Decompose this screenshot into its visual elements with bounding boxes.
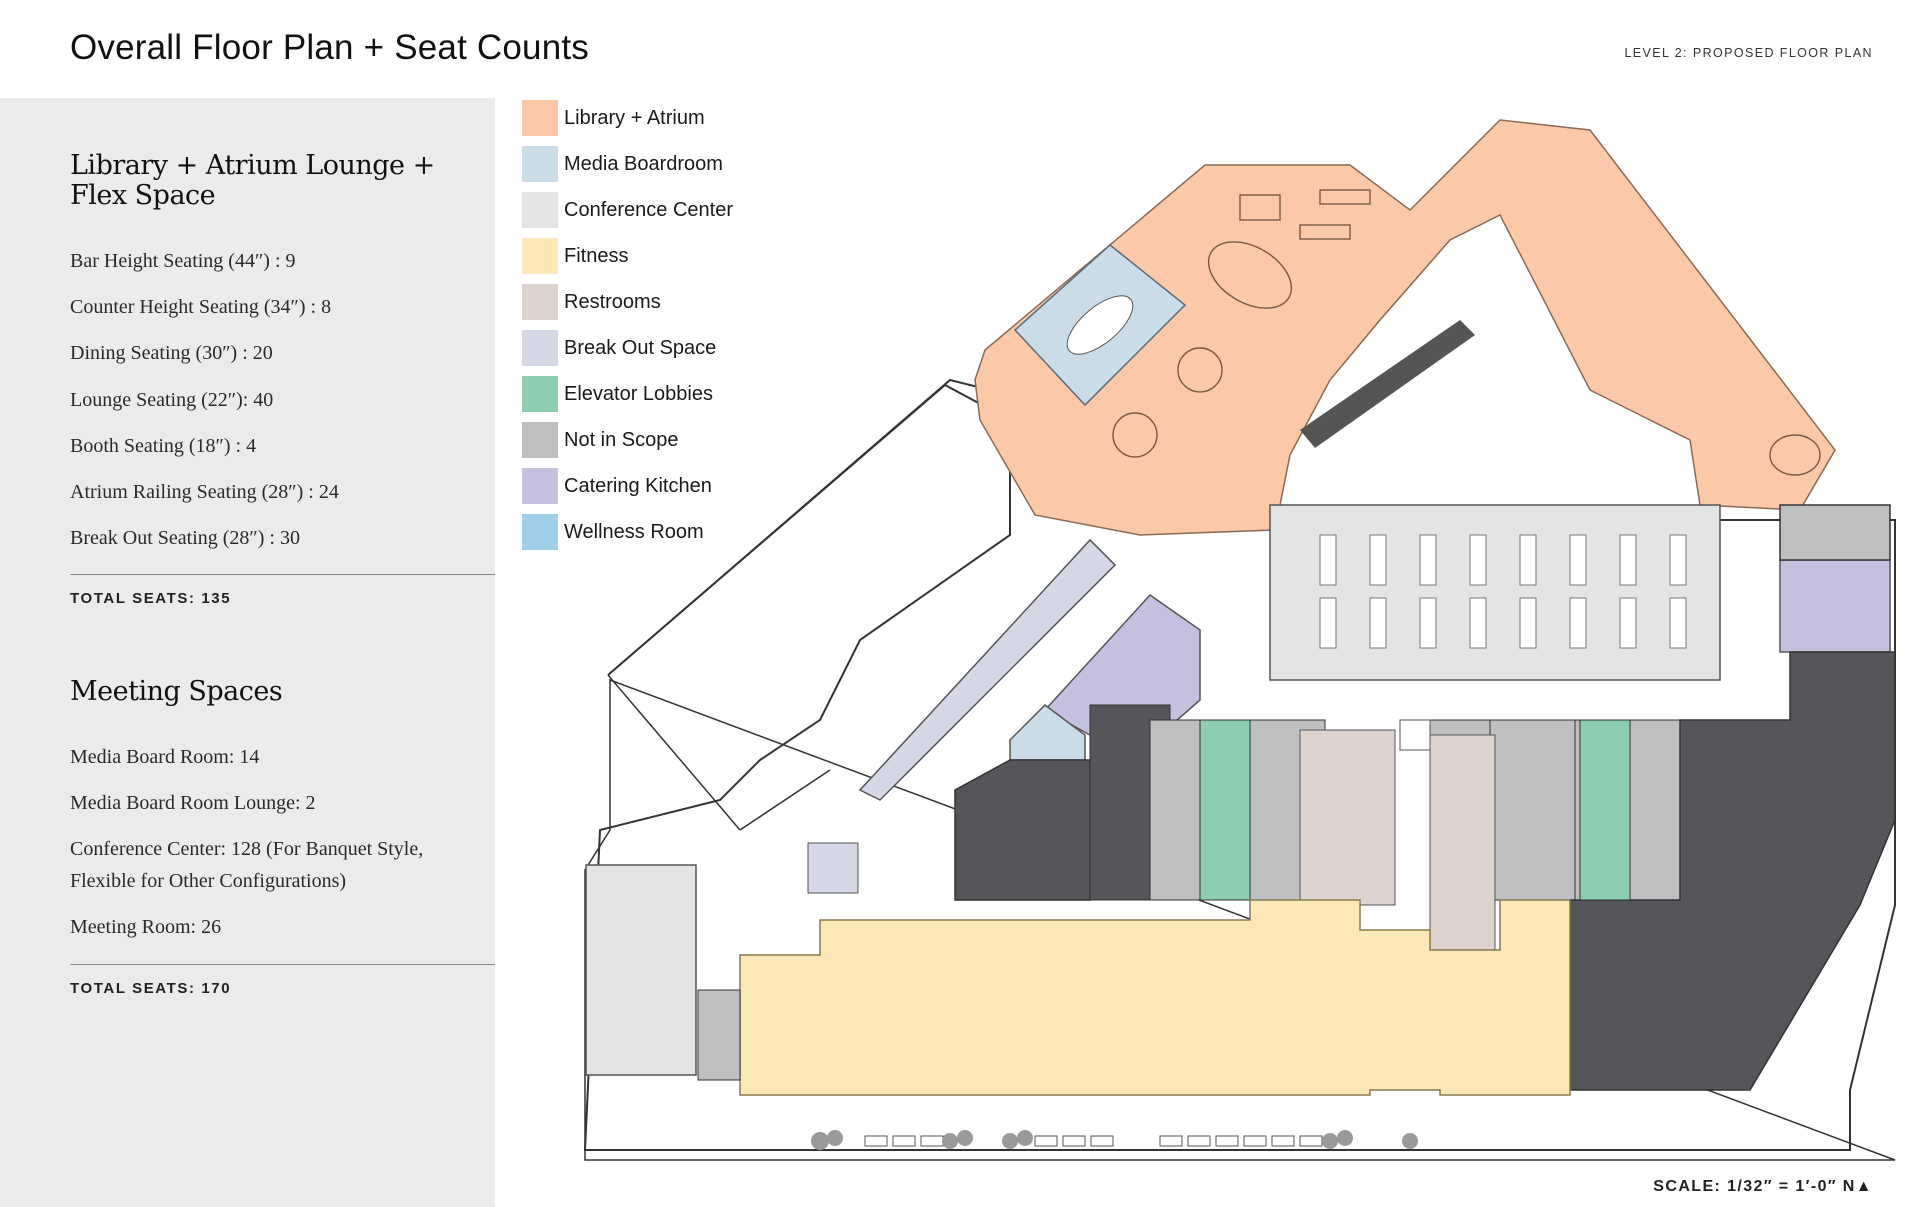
- library-item: Atrium Railing Seating (28″) : 24: [70, 481, 339, 503]
- legend-label: Restrooms: [564, 291, 661, 313]
- zone-not-in-scope: [954, 759, 1091, 901]
- zone-fitness: [739, 899, 1571, 1096]
- meeting-item: Media Board Room Lounge: 2: [70, 792, 316, 814]
- legend-item: Break Out Space: [522, 330, 782, 366]
- zone-meeting-room: [585, 864, 697, 1076]
- legend-label: Library + Atrium: [564, 107, 705, 129]
- zone-wellness-room: [1009, 704, 1086, 761]
- legend-swatch: [522, 376, 558, 412]
- meeting-total: TOTAL SEATS: 170: [70, 980, 232, 997]
- library-item: Booth Seating (18″) : 4: [70, 435, 257, 457]
- zone-conference-center: [1269, 504, 1721, 681]
- stair: [697, 989, 741, 1081]
- legend-swatch: [522, 514, 558, 550]
- legend-item: Library + Atrium: [522, 100, 782, 136]
- library-item: Lounge Seating (22″): 40: [70, 389, 274, 411]
- escalator: [1300, 320, 1475, 448]
- legend-label: Break Out Space: [564, 337, 717, 359]
- zone-elevator-lobby: [1579, 719, 1631, 901]
- wall-line: [739, 769, 831, 831]
- legend-item: Elevator Lobbies: [522, 376, 782, 412]
- legend-label: Elevator Lobbies: [564, 383, 713, 405]
- legend-item: Fitness: [522, 238, 782, 274]
- zone-restrooms: [1399, 719, 1431, 751]
- zone-not-in-scope: [1629, 719, 1681, 901]
- boardroom-table: [1066, 295, 1134, 355]
- legend-swatch: [522, 422, 558, 458]
- legend-label: Wellness Room: [564, 521, 704, 543]
- legend-item: Not in Scope: [522, 422, 782, 458]
- library-heading: Library + Atrium Lounge + Flex Space: [70, 150, 435, 211]
- legend-label: Media Boardroom: [564, 153, 723, 175]
- legend-label: Fitness: [564, 245, 629, 267]
- zone-elevator-lobby: [1199, 719, 1251, 901]
- divider: [70, 964, 495, 965]
- shrubs: [811, 1130, 1418, 1150]
- library-item: Counter Height Seating (34″) : 8: [70, 296, 332, 318]
- legend-label: Conference Center: [564, 199, 733, 221]
- divider: [70, 574, 495, 575]
- conference-tables: [1319, 534, 1687, 649]
- legend-swatch: [522, 238, 558, 274]
- legend-label: Not in Scope: [564, 429, 679, 451]
- meeting-item: Meeting Room: 26: [70, 916, 222, 938]
- library-item: Bar Height Seating (44″) : 9: [70, 250, 296, 272]
- stair: [1779, 504, 1891, 561]
- meeting-item: Conference Center: 128 (For Banquet Styl…: [70, 838, 424, 892]
- legend-swatch: [522, 468, 558, 504]
- library-item: Dining Seating (30″) : 20: [70, 342, 273, 364]
- seat-count-panel: [0, 98, 495, 1207]
- break-out-table: [807, 842, 859, 894]
- legend-item: Catering Kitchen: [522, 468, 782, 504]
- scale-label: SCALE: 1/32″ = 1′-0″ N▲: [1653, 1178, 1873, 1195]
- legend-swatch: [522, 146, 558, 182]
- page-title: Overall Floor Plan + Seat Counts: [70, 28, 590, 67]
- zone-not-in-scope: [1489, 719, 1576, 901]
- legend-swatch: [522, 192, 558, 228]
- legend-item: Restrooms: [522, 284, 782, 320]
- zone-not-in-scope: [1149, 719, 1206, 901]
- library-total: TOTAL SEATS: 135: [70, 590, 232, 607]
- legend-swatch: [522, 284, 558, 320]
- wall-line: [607, 674, 741, 831]
- legend-label: Catering Kitchen: [564, 475, 712, 497]
- meeting-heading: Meeting Spaces: [70, 676, 283, 707]
- zone-library-atrium: [974, 119, 1836, 536]
- library-item: Break Out Seating (28″) : 30: [70, 527, 300, 549]
- zone-restrooms: [1429, 734, 1496, 951]
- planters: [864, 1135, 1323, 1147]
- library-furniture: [1112, 189, 1821, 476]
- legend-item: Wellness Room: [522, 514, 782, 550]
- zone-break-out-space: [858, 538, 1117, 801]
- zone-catering-kitchen: [1779, 559, 1891, 653]
- legend-item: Conference Center: [522, 192, 782, 228]
- level-label: LEVEL 2: PROPOSED FLOOR PLAN: [1624, 46, 1873, 60]
- legend-item: Media Boardroom: [522, 146, 782, 182]
- legend-swatch: [522, 330, 558, 366]
- zone-restrooms: [1299, 729, 1396, 906]
- meeting-item: Media Board Room: 14: [70, 746, 260, 768]
- legend-swatch: [522, 100, 558, 136]
